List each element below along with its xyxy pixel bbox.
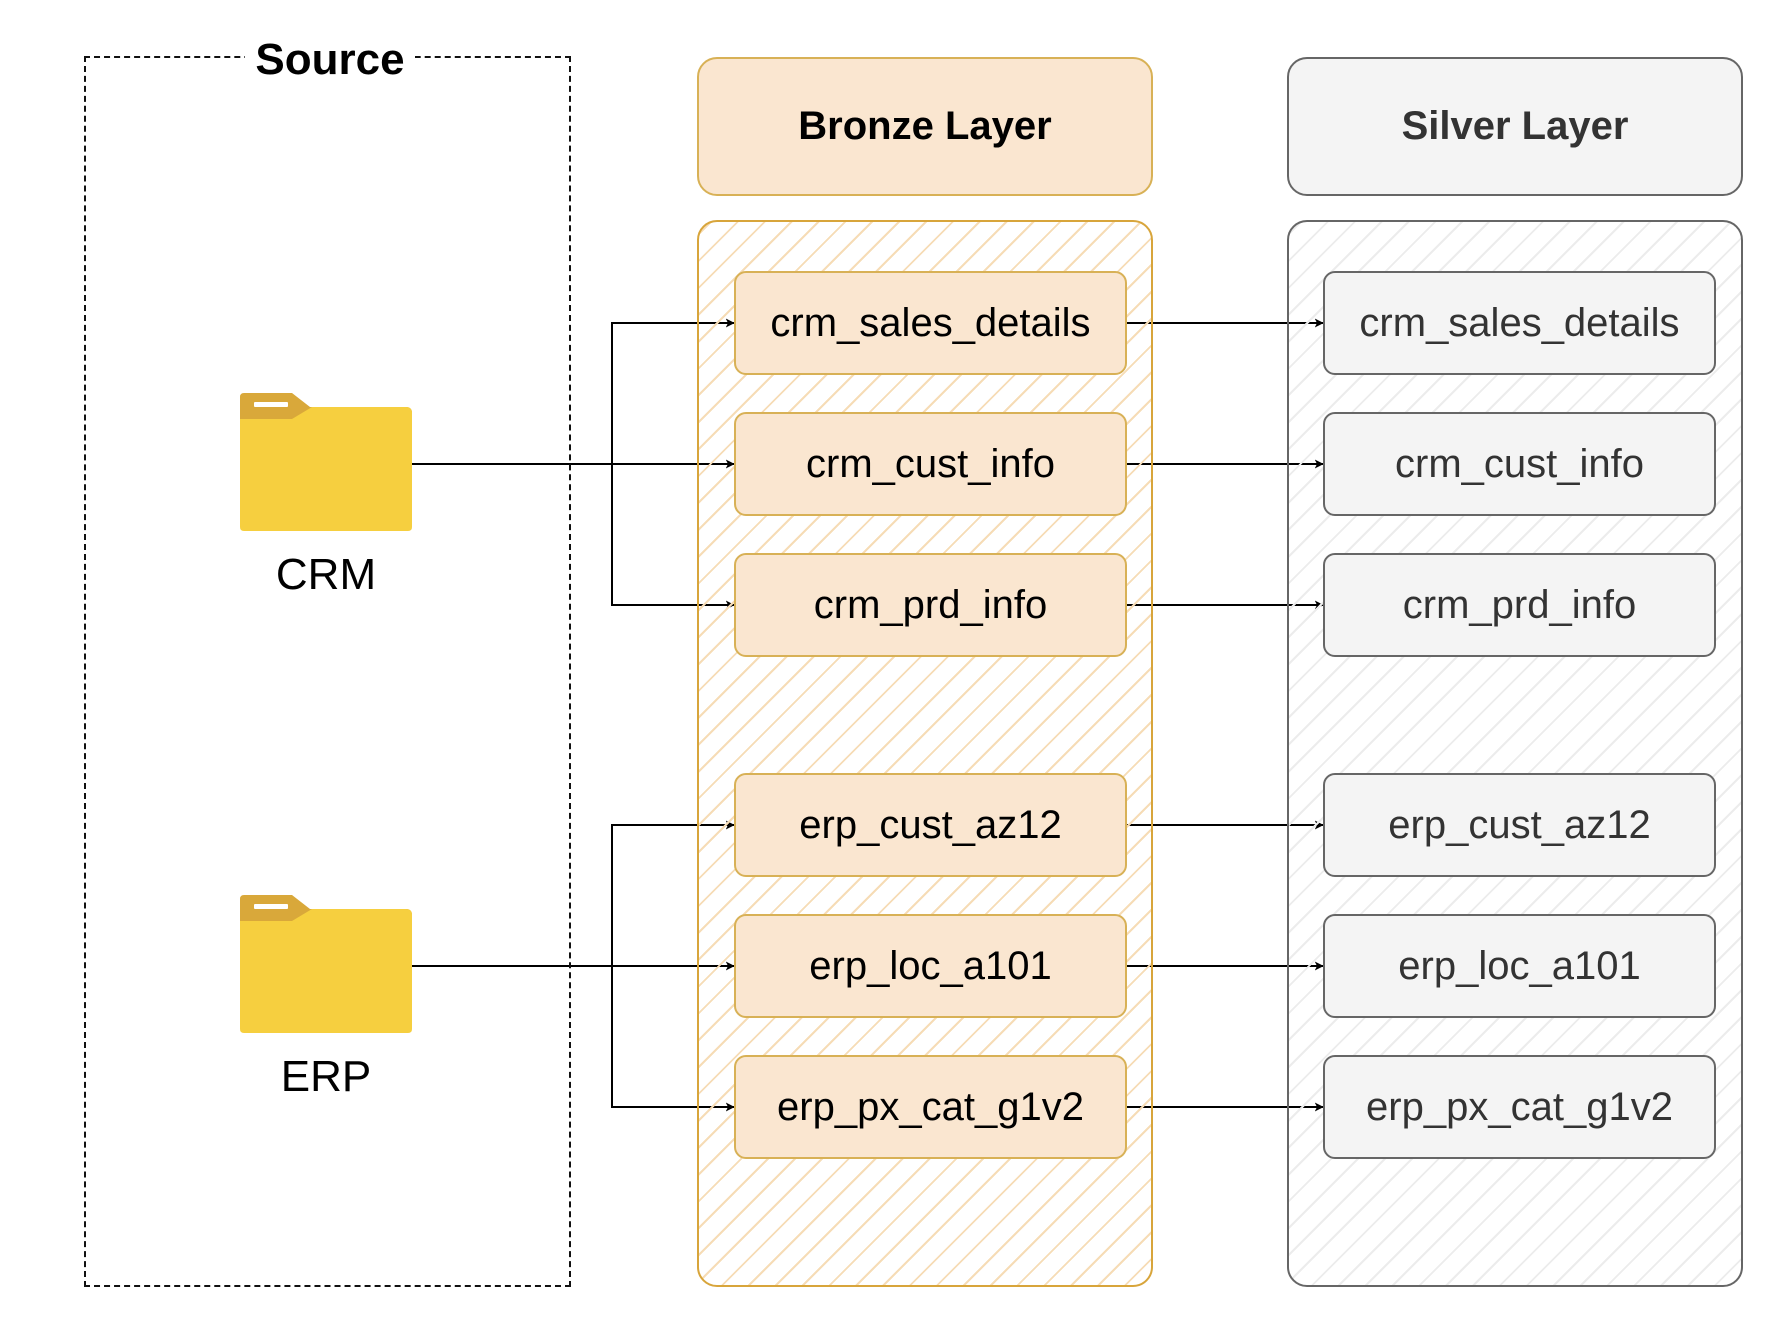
bronze-table-crm-prd-info: crm_prd_info	[734, 553, 1127, 657]
silver-layer-header: Silver Layer	[1287, 57, 1743, 196]
erp-folder-icon	[240, 895, 412, 1033]
crm-source-label: CRM	[275, 550, 377, 599]
bronze-table-erp-px-cat-g1v2: erp_px_cat_g1v2	[734, 1055, 1127, 1159]
silver-table-crm-cust-info: crm_cust_info	[1323, 412, 1716, 516]
bronze-layer-header: Bronze Layer	[697, 57, 1153, 196]
silver-table-erp-cust-az12: erp_cust_az12	[1323, 773, 1716, 877]
silver-table-crm-prd-info: crm_prd_info	[1323, 553, 1716, 657]
bronze-table-crm-sales-details: crm_sales_details	[734, 271, 1127, 375]
erp-source-label: ERP	[280, 1052, 372, 1101]
bronze-table-crm-cust-info: crm_cust_info	[734, 412, 1127, 516]
source-title: Source	[245, 32, 415, 88]
source-container	[84, 56, 571, 1287]
bronze-table-erp-loc-a101: erp_loc_a101	[734, 914, 1127, 1018]
source-to-bronze-edge	[412, 965, 735, 1112]
silver-table-erp-px-cat-g1v2: erp_px_cat_g1v2	[1323, 1055, 1716, 1159]
crm-folder-icon	[240, 393, 412, 531]
silver-table-erp-loc-a101: erp_loc_a101	[1323, 914, 1716, 1018]
silver-table-crm-sales-details: crm_sales_details	[1323, 271, 1716, 375]
bronze-table-erp-cust-az12: erp_cust_az12	[734, 773, 1127, 877]
source-to-bronze-edge	[412, 463, 735, 610]
